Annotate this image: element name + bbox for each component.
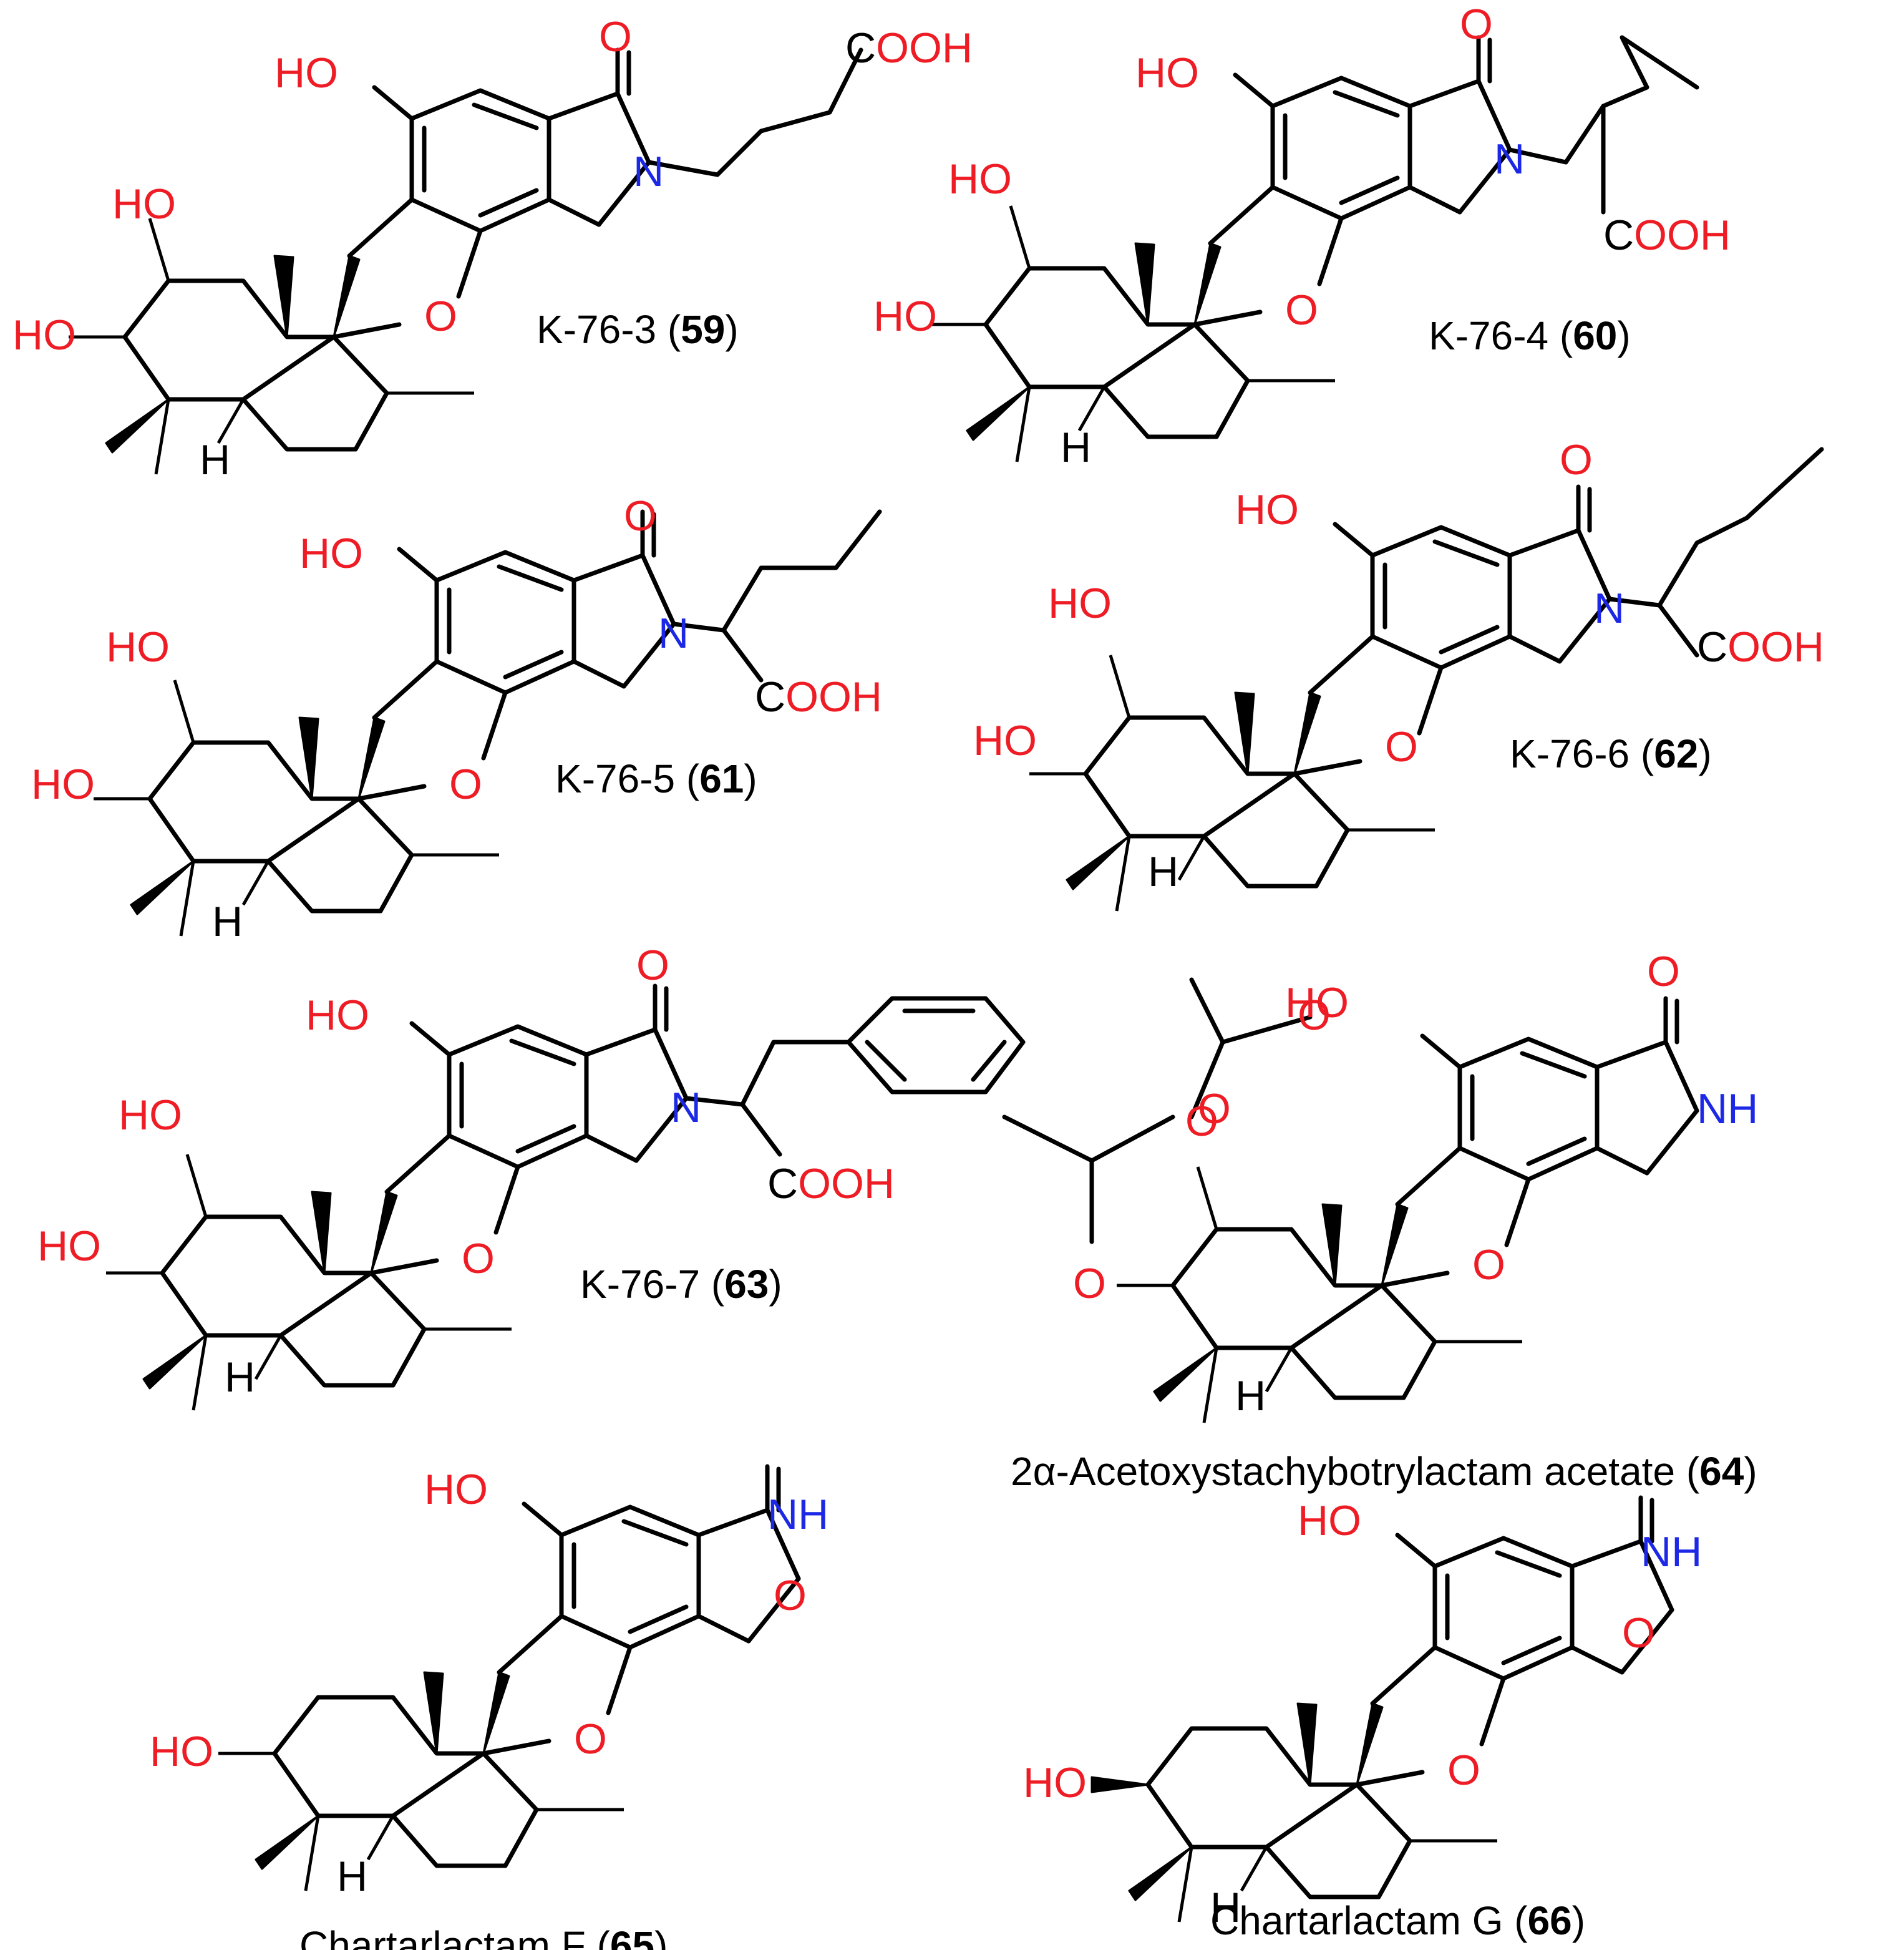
furan-oxygen: O	[574, 1715, 607, 1763]
carboxylic-acid: COOH	[755, 673, 882, 721]
compound-label: 2α-Acetoxystachybotrylactam acetate (64)	[1011, 1449, 1757, 1494]
compound-label: K-76-3 (59)	[537, 307, 739, 352]
hydrogen-label: H	[1148, 848, 1178, 895]
furan-oxygen: O	[1472, 1241, 1505, 1289]
lactam-nitrogen: N	[633, 148, 664, 195]
acetoxy-oxygen: O	[1185, 1098, 1218, 1145]
hydroxy-label: HO	[106, 623, 170, 671]
nitrogen-label: N	[658, 610, 689, 657]
hydroxy-label: HO	[1135, 49, 1199, 97]
compound-62: HO HO HO O N O H COOH K-76-6 (62)	[973, 436, 1824, 911]
hydroxy-label: HO	[973, 717, 1037, 764]
compound-label: Chartarlactam F (65)	[299, 1923, 668, 1950]
hydroxy-label: HO	[274, 49, 338, 97]
lactam-nh: NH	[767, 1491, 828, 1538]
compound-61: HO HO HO O N O H COOH K-76-5 (61)	[31, 492, 882, 945]
hydroxy-label: HO	[119, 1091, 182, 1139]
carbonyl-oxygen: O	[1622, 1609, 1655, 1657]
furan-oxygen: O	[449, 761, 482, 808]
hydrogen-label: H	[1235, 1372, 1266, 1420]
carbonyl-oxygen: O	[599, 13, 632, 61]
compound-label: Chartarlactam G (66)	[1210, 1898, 1585, 1943]
hydrogen-label: H	[225, 1353, 255, 1401]
compound-63: HO HO HO O N O H COOH K-76-7 (63)	[37, 942, 1026, 1410]
compound-label: K-76-5 (61)	[555, 756, 757, 801]
hydrogen-label: H	[212, 898, 243, 945]
hydroxy-label: HO	[1285, 979, 1349, 1026]
carbonyl-oxygen: O	[636, 942, 669, 989]
acetoxy-carbonyl-oxygen: O	[1198, 1085, 1231, 1133]
compound-65: HO HO O NH O H Chartarlactam F (65)	[150, 1466, 828, 1950]
furan-oxygen: O	[1285, 286, 1318, 334]
hydrogen-label: H	[337, 1853, 367, 1900]
lactam-nh: NH	[1697, 1085, 1758, 1133]
nitrogen-label: N	[671, 1084, 701, 1131]
compound-label: K-76-7 (63)	[580, 1262, 782, 1307]
furan-oxygen: O	[1447, 1747, 1480, 1794]
compound-59: HO HO HO O N O H COOH K-76-3 (59)	[12, 13, 973, 484]
carbonyl-oxygen: O	[624, 492, 657, 540]
hydroxy-label: HO	[1235, 486, 1299, 534]
acetoxy-carbonyl-oxygen: O	[1298, 992, 1331, 1039]
carbonyl-oxygen: O	[1560, 436, 1593, 484]
hydroxy-label: HO	[299, 530, 363, 577]
furan-oxygen: O	[462, 1235, 495, 1282]
hydroxy-label: HO	[1048, 580, 1112, 627]
lactam-nh: NH	[1641, 1528, 1702, 1576]
hydroxy-label: HO	[948, 155, 1012, 203]
nitrogen-label: N	[1594, 585, 1625, 632]
acetoxy-oxygen: O	[1073, 1260, 1106, 1307]
carboxylic-acid: COOH	[1697, 623, 1824, 671]
hydroxy-label: HO	[150, 1728, 213, 1775]
hydroxy-label: HO	[37, 1222, 101, 1270]
hydrogen-label: H	[1210, 1884, 1241, 1931]
carbonyl-oxygen: O	[1647, 948, 1680, 995]
hydroxy-label: HO	[424, 1466, 488, 1513]
hydrogen-label: H	[1061, 424, 1091, 471]
carboxylic-acid: COOH	[767, 1160, 895, 1207]
carbonyl-oxygen: O	[774, 1572, 807, 1619]
carboxylic-acid: COOH	[845, 24, 973, 72]
hydroxy-label: HO	[873, 293, 937, 340]
furan-oxygen: O	[1385, 723, 1418, 771]
hydroxy-label: HO	[12, 311, 76, 359]
carbonyl-oxygen: O	[1460, 1, 1493, 48]
compound-64: HO O O O O O NH O H 2α-Acetoxystachybotr…	[1002, 948, 1758, 1494]
nitrogen-label: N	[1494, 135, 1525, 183]
hydroxy-label: HO	[306, 992, 369, 1039]
hydroxy-label: HO	[31, 761, 95, 808]
hydroxy-label: HO	[1023, 1759, 1087, 1806]
furan-oxygen: O	[424, 293, 457, 340]
hydroxy-label: HO	[1298, 1497, 1361, 1544]
compound-label: K-76-6 (62)	[1510, 731, 1712, 776]
compound-label: K-76-4 (60)	[1429, 313, 1631, 358]
carboxylic-acid: COOH	[1603, 212, 1731, 259]
hydrogen-label: H	[200, 436, 230, 484]
compound-66: HO HO O NH O H Chartarlactam G (66)	[1023, 1497, 1702, 1943]
compound-60: HO HO HO O N O H COOH K-76-4 (60)	[873, 1, 1731, 471]
hydroxy-label: HO	[112, 180, 176, 228]
